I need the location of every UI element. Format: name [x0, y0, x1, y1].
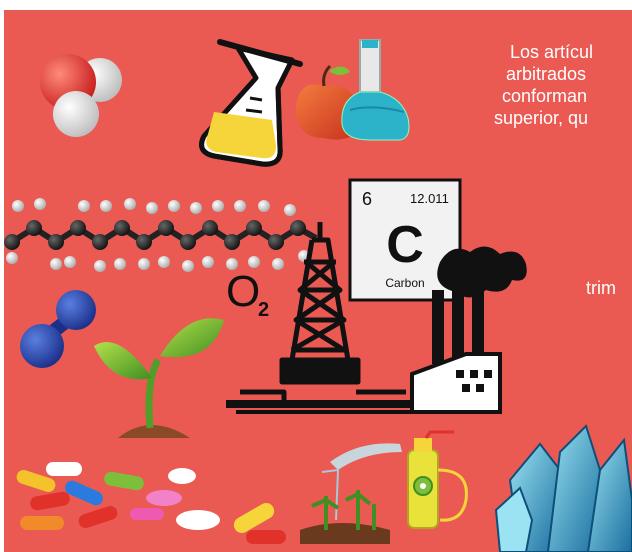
- text-line-4: superior, qu: [494, 108, 589, 128]
- pills-icon: [16, 462, 286, 544]
- text-line-2: arbitrados: [506, 64, 587, 84]
- molecule-icon: [20, 290, 96, 368]
- water-molecule-icon: [40, 54, 122, 137]
- text-line-3: conforman: [502, 86, 588, 106]
- watering-can-icon: [300, 443, 402, 544]
- text-line-1: Los artícul: [510, 42, 594, 62]
- element-symbol: C: [386, 216, 424, 274]
- oxygen-subscript: 2: [258, 299, 269, 321]
- plant-sprout-icon: [94, 318, 224, 438]
- atomic-mass: 12.011: [410, 191, 449, 206]
- text-fragment: trim: [586, 278, 616, 298]
- oxygen-symbol: O: [226, 267, 260, 316]
- atomic-number: 6: [362, 189, 372, 209]
- sprayer-icon: [407, 430, 468, 529]
- factory-icon: [410, 246, 527, 414]
- oil-rig-icon: [226, 222, 414, 414]
- element-name: Carbon: [385, 276, 424, 290]
- hydrocarbon-chain-icon: [4, 198, 318, 272]
- beaker-icon: [341, 39, 410, 141]
- flask-icon: [199, 39, 303, 167]
- crystals-icon: [494, 424, 632, 552]
- oxygen-formula: O 2: [226, 267, 269, 321]
